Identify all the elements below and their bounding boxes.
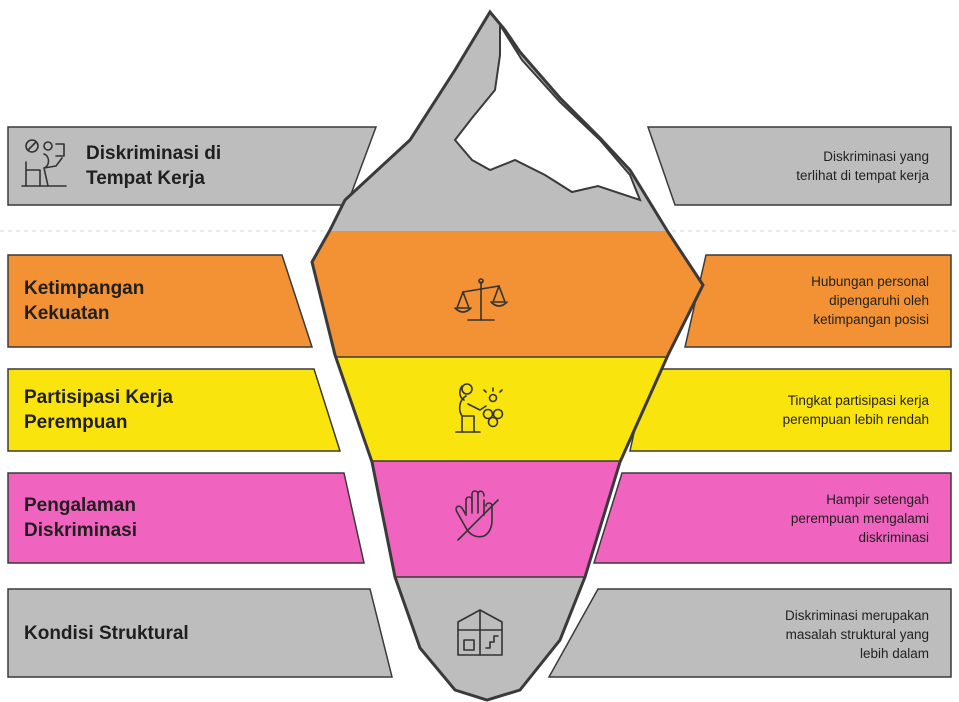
left-banner-3 bbox=[7, 368, 342, 452]
right-banner-4 bbox=[592, 472, 952, 564]
desc-structural-condition: Diskriminasi merupakan masalah struktura… bbox=[784, 608, 929, 661]
right-banner-5 bbox=[547, 588, 952, 678]
right-banner-2 bbox=[684, 254, 952, 348]
label-power-imbalance: Ketimpangan Kekuatan bbox=[24, 278, 145, 324]
label-workplace-discrimination: Diskriminasi di Tempat Kerja bbox=[86, 143, 222, 189]
building-structure-icon bbox=[457, 609, 503, 656]
desc-discrimination-experience: Hampir setengah perempuan mengalami disk… bbox=[790, 492, 929, 545]
label-women-work-participation: Partisipasi Kerja Perempuan bbox=[24, 387, 173, 433]
balance-scale-icon bbox=[454, 278, 508, 321]
right-banner-1 bbox=[646, 126, 952, 206]
working-woman-icon bbox=[455, 383, 504, 433]
left-banner-4 bbox=[7, 472, 365, 564]
workplace-discrimination-icon bbox=[21, 139, 67, 187]
iceberg-snow-cap bbox=[453, 21, 642, 202]
left-banner-2 bbox=[7, 254, 314, 348]
label-discrimination-experience: Pengalaman Diskriminasi bbox=[24, 495, 137, 541]
iceberg-outline bbox=[310, 9, 705, 702]
desc-workplace-discrimination: Diskriminasi yang terlihat di tempat ker… bbox=[796, 149, 929, 183]
iceberg-band-2 bbox=[312, 231, 703, 357]
desc-women-work-participation: Tingkat partisipasi kerja perempuan lebi… bbox=[782, 393, 929, 427]
desc-power-imbalance: Hubungan personal dipengaruhi oleh ketim… bbox=[811, 274, 929, 327]
left-banner-5 bbox=[7, 588, 393, 678]
stop-hand-icon bbox=[455, 490, 499, 541]
label-structural-condition: Kondisi Struktural bbox=[24, 623, 189, 644]
